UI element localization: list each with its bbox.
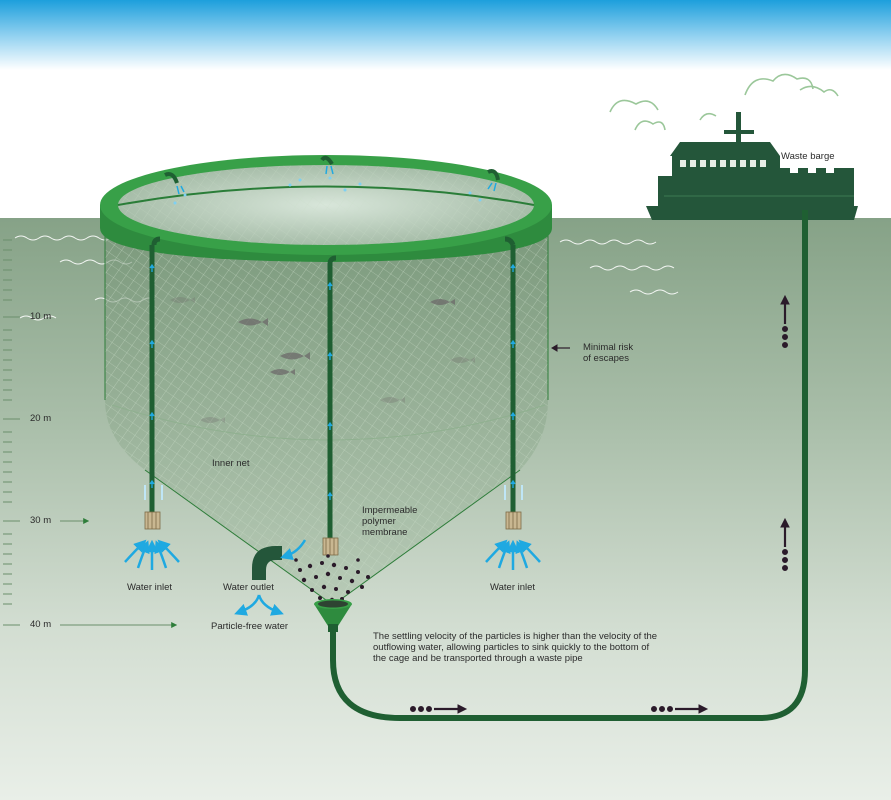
settling-note-line-3: the cage and be transported through a wa… [373,653,583,664]
inner-net-label: Inner net [212,458,250,469]
collector-funnel [314,599,352,632]
fish-cage [104,210,549,606]
flow-arrows [410,294,790,714]
depth-label-40m: 40 m [30,619,52,630]
settling-note-line-1: The settling velocity of the particles i… [373,631,658,642]
minimal-risk-label: Minimal risk of escapes [583,342,633,364]
inlet-water-arrows [124,539,541,570]
depth-label-20m: 20 m [30,413,52,424]
waste-barge-label: Waste barge [781,151,835,162]
outlet-water-arrows [234,539,307,616]
minimal-risk-line-1: Minimal risk [583,342,634,353]
membrane-label: Impermeable polymer membrane [362,505,417,538]
settling-velocity-note: The settling velocity of the particles i… [373,631,657,664]
inlet-filters [144,511,522,556]
depth-scale [3,239,178,628]
pipe-flow-marks [149,263,516,500]
water-outlet-label: Water outlet [223,582,274,593]
collar-sprays [176,165,497,195]
cage-collar [100,155,552,262]
rising-water-faint [144,485,523,500]
collar-nozzles [164,155,500,184]
vertical-pipes [149,236,516,538]
membrane-line-2: polymer [362,516,396,527]
water-inlet-right-label: Water inlet [490,582,536,593]
water-inlet-left-label: Water inlet [127,582,173,593]
depth-label-10m: 10 m [30,311,52,322]
water-outlet-pipe [252,546,282,580]
smoke-clouds [609,73,839,131]
sky-band [0,0,891,70]
membrane-line-1: Impermeable [362,505,418,516]
particle-free-water-label: Particle-free water [211,621,289,632]
depth-label-30m: 30 m [30,515,52,526]
membrane-line-3: membrane [362,527,408,538]
waste-barge [646,112,858,220]
settling-note-line-2: outflowing water, allowing particles to … [373,642,650,653]
waste-pipe [330,210,808,721]
minimal-risk-line-2: of escapes [583,353,629,364]
surface-bubbles [173,176,482,205]
particles [294,554,370,603]
